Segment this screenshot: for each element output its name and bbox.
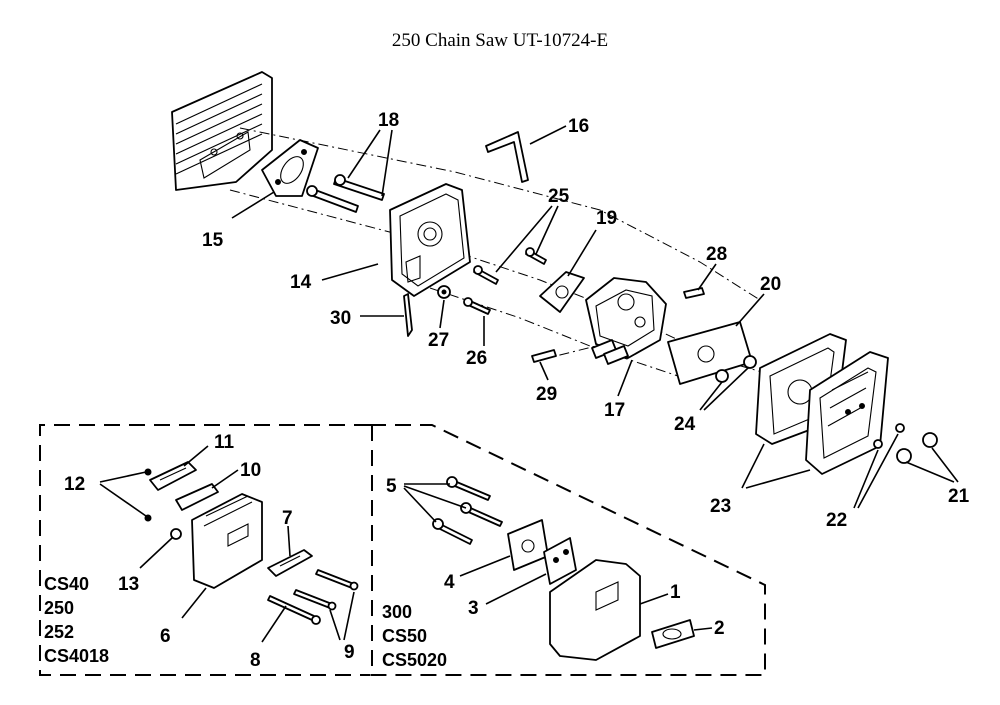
part-25-screws: [473, 247, 547, 285]
callout-17: 17: [604, 400, 625, 421]
part-11-plate: [149, 461, 197, 491]
left-model-frame: [39, 424, 370, 676]
callout-24: 24: [674, 414, 696, 435]
right-model-frame: [370, 424, 766, 676]
right-model-list: 300 CS50 CS5020: [382, 602, 447, 670]
model-cs50: CS50: [382, 626, 427, 646]
part-18-bolts: [306, 174, 385, 213]
part-20-gasket: [667, 321, 753, 385]
model-cs5020: CS5020: [382, 650, 447, 670]
part-29-fuel-line: [531, 349, 557, 363]
part-10-gasket: [175, 483, 219, 511]
left-model-list: CS40 250 252 CS4018: [44, 574, 109, 666]
callout-29: 29: [536, 384, 557, 405]
callout-5: 5: [386, 476, 397, 497]
callout-30: 30: [330, 308, 351, 329]
part-8-screw: [267, 595, 321, 625]
part-1-muffler: [549, 559, 641, 661]
part-4-gasket: [507, 519, 549, 571]
part-2-gasket: [651, 619, 695, 649]
part-28-connector: [683, 287, 705, 299]
part-30-pin: [403, 293, 413, 337]
part-24-nut-b: [715, 369, 729, 383]
diagram-title: 250 Chain Saw UT-10724-E: [391, 30, 609, 51]
part-21-knob-a: [922, 432, 938, 448]
callout-25: 25: [548, 186, 570, 207]
part-13-nut: [170, 528, 182, 540]
part-9-screws: [293, 569, 359, 611]
callout-7: 7: [282, 508, 293, 529]
callout-27: 27: [428, 330, 449, 351]
part-7-plate: [267, 549, 313, 577]
part-22-washer-a: [895, 423, 905, 433]
part-17-carburetor: [585, 277, 667, 365]
part-6-muffler: [191, 493, 263, 589]
part-24-nut-a: [743, 355, 757, 369]
callout-numbers: 18 16 15 25 19 14 28 20 30 27 26 29 17 2…: [64, 110, 970, 671]
callout-3: 3: [468, 598, 479, 619]
leader-lines: [99, 125, 959, 643]
part-19-gasket: [539, 271, 585, 313]
callout-13: 13: [118, 574, 139, 595]
model-300: 300: [382, 602, 412, 622]
model-cs4018: CS4018: [44, 646, 109, 666]
part-22-washer-b: [873, 439, 883, 449]
callout-6: 6: [160, 626, 171, 647]
model-252: 252: [44, 622, 74, 642]
callout-21: 21: [948, 486, 970, 507]
callout-20: 20: [760, 274, 781, 295]
callout-1: 1: [670, 582, 681, 603]
callout-12: 12: [64, 474, 85, 495]
callout-18: 18: [378, 110, 399, 131]
callout-4: 4: [444, 572, 455, 593]
callout-23: 23: [710, 496, 731, 517]
callout-19: 19: [596, 208, 617, 229]
part-14-intake-housing: [389, 183, 471, 297]
callout-26: 26: [466, 348, 487, 369]
model-250: 250: [44, 598, 74, 618]
callout-2: 2: [714, 618, 725, 639]
part-21-knob-b: [896, 448, 912, 464]
callout-14: 14: [290, 272, 312, 293]
callout-9: 9: [344, 642, 355, 663]
callout-11: 11: [214, 432, 235, 453]
part-3-plate: [543, 537, 577, 585]
callout-15: 15: [202, 230, 224, 251]
callout-22: 22: [826, 510, 847, 531]
callout-10: 10: [240, 460, 261, 481]
engine-cylinder: [171, 71, 273, 191]
part-16-allen-wrench: [485, 131, 529, 183]
callout-28: 28: [706, 244, 727, 265]
callout-8: 8: [250, 650, 261, 671]
part-5-screws: [432, 476, 503, 545]
callout-16: 16: [568, 116, 589, 137]
model-cs40: CS40: [44, 574, 89, 594]
part-26-screw: [463, 297, 491, 315]
part-12-screw-b: [144, 514, 152, 522]
